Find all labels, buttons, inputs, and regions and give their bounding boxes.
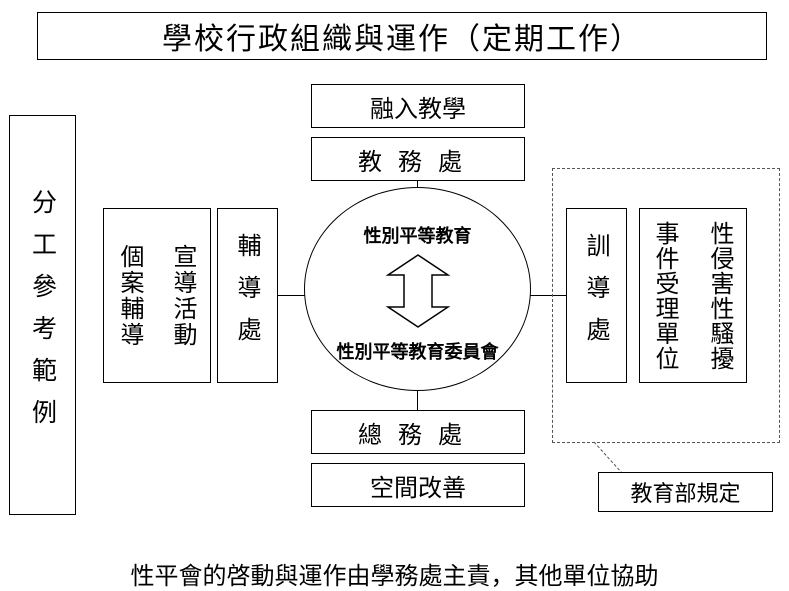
space-improvement-box: 空間改善 (311, 463, 525, 507)
gender-equity-education-label: 性別平等教育 (363, 226, 472, 247)
connector-xundao (530, 295, 566, 296)
academic-affairs-label: 教務處 (358, 147, 478, 176)
harassment-report-unit-box: 事件受理單位 性侵害性騷擾 (639, 208, 747, 383)
division-example-text: 分工參考範例 (28, 189, 58, 441)
double-arrow-icon (385, 254, 451, 328)
counseling-activities-box: 個案輔導 宣導活動 (103, 208, 211, 383)
counseling-office-box: 輔導處 (217, 208, 278, 383)
integrated-teaching-box: 融入教學 (311, 84, 525, 128)
connector-fudao (278, 295, 306, 296)
connector-zongwu (417, 388, 418, 410)
ministry-regulation-label: 教育部規定 (630, 482, 741, 507)
ministry-regulated-group (552, 168, 780, 443)
promotion-activities-label: 宣導活動 (169, 243, 197, 348)
discipline-office-box: 訓導處 (566, 208, 627, 383)
gender-equity-committee-label: 性別平等教育委員會 (336, 342, 499, 363)
page-title: 學校行政組織與運作（定期工作） (37, 12, 767, 60)
counseling-office-label: 輔導處 (233, 232, 261, 359)
footer-caption: 性平會的啓動與運作由學務處主責，其他單位協助 (130, 562, 659, 590)
division-example-column: 分工參考範例 (9, 115, 76, 515)
ministry-regulation-box: 教育部規定 (598, 472, 773, 512)
sexual-harassment-label: 性侵害性騷擾 (706, 220, 734, 371)
incident-unit-label: 事件受理單位 (651, 220, 679, 371)
general-affairs-label: 總務處 (358, 420, 478, 449)
case-counseling-label: 個案輔導 (116, 243, 144, 348)
title-text: 學校行政組織與運作（定期工作） (162, 22, 642, 57)
general-affairs-box: 總務處 (311, 410, 525, 454)
academic-affairs-box: 教務處 (311, 137, 525, 181)
space-improvement-label: 空間改善 (370, 473, 466, 502)
integrated-teaching-label: 融入教學 (370, 94, 466, 123)
connector-jiaowu (417, 181, 418, 191)
discipline-office-label: 訓導處 (582, 232, 610, 359)
dashed-leader-line (593, 441, 623, 474)
